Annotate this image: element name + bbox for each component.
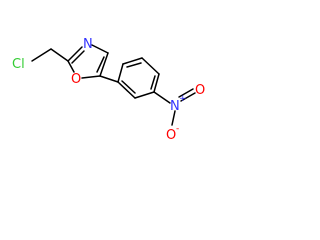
bond-c5-ring: [99, 75, 119, 83]
bond-n-o-single: [171, 110, 176, 126]
atom-n-nitro-charge: +: [179, 94, 187, 104]
bond-ar-inner3: [121, 80, 136, 94]
atom-o-ring-label: O: [71, 72, 81, 87]
bond-c4-c5-double: [96, 56, 105, 73]
atom-o-double-label: O: [195, 83, 205, 98]
atom-o-single-charge: -: [176, 124, 179, 134]
atom-n-ring-label: N: [83, 37, 93, 52]
bond-ar5: [134, 91, 155, 99]
bond-ar-nitro: [153, 91, 171, 104]
bond-ar2: [122, 57, 143, 65]
bond-ar6: [117, 81, 136, 99]
bond-o1-c2: [67, 60, 75, 73]
atom-cl-label: Cl: [12, 57, 25, 72]
bond-c5-o1: [81, 75, 101, 79]
bond-ar-inner2: [150, 75, 156, 90]
bond-ch2-c2: [50, 48, 69, 62]
bond-n3-c4: [91, 44, 109, 54]
structure-diagram: Cl N O N + O O -: [12, 37, 205, 143]
atom-o-single-label: O: [166, 128, 176, 143]
bond-c2-n3-double: [71, 50, 85, 64]
bond-c4-c5: [99, 52, 109, 77]
bond-cl-ch2: [31, 48, 52, 62]
bond-n-o-double-2: [180, 92, 196, 102]
bond-ar-inner1: [126, 62, 142, 68]
bond-n-o-double: [178, 88, 194, 98]
bond-ar3: [141, 57, 160, 75]
bond-ar1: [117, 63, 124, 83]
atom-n-nitro-label: N: [170, 99, 180, 114]
bond-c2-n3: [67, 46, 83, 62]
bond-ar4: [153, 73, 160, 93]
